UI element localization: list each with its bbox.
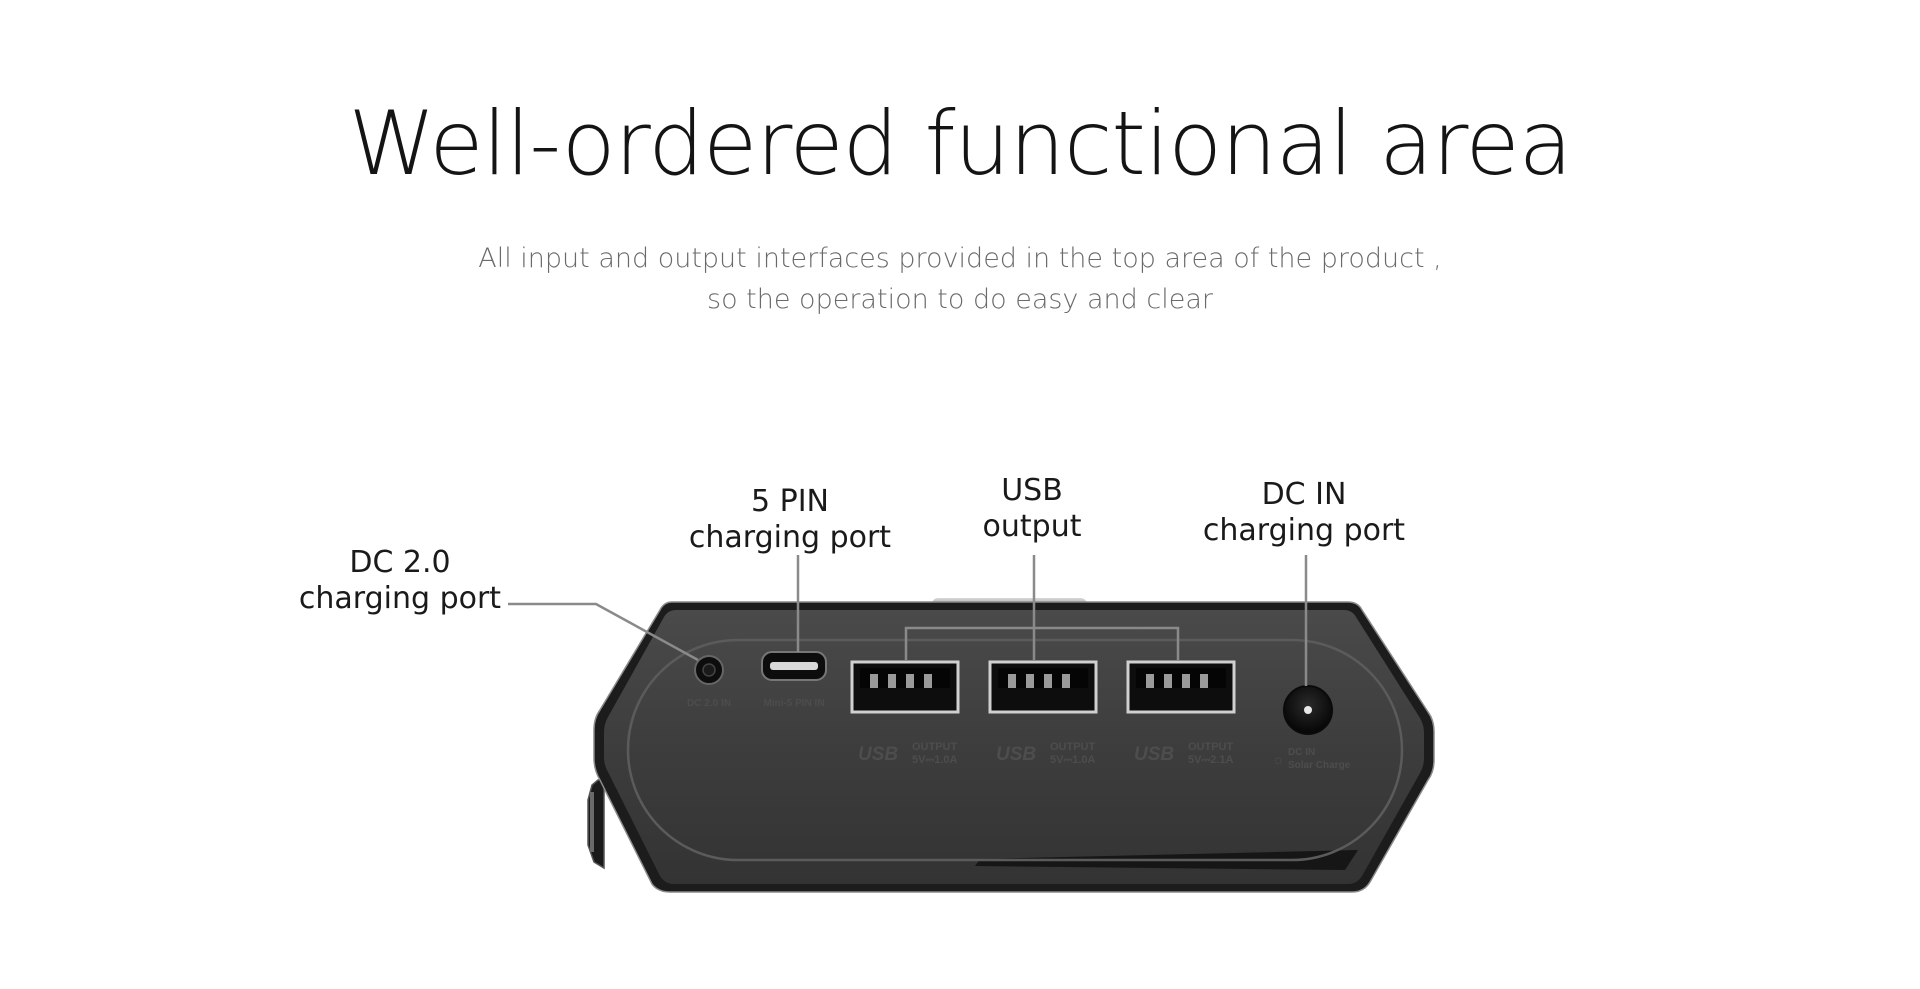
usb-bracket-line <box>904 626 1180 660</box>
usb-port-1 <box>850 660 960 714</box>
sun-icon: ☼ <box>1272 751 1285 767</box>
usb-port-3 <box>1126 660 1236 714</box>
usb-port-2 <box>988 660 1098 714</box>
callout-usb: USB output <box>912 473 1152 545</box>
usb-logo-2: USB <box>996 744 1036 765</box>
mini5pin-port-label: Mini-5 PIN IN <box>763 698 824 709</box>
mini5pin-port-insert <box>770 662 818 670</box>
callout-usb-line-1: USB <box>1001 473 1063 508</box>
dc20-port-label: DC 2.0 IN <box>687 698 731 709</box>
callout-usb-line-2: output <box>982 509 1082 544</box>
dc20-port-pin <box>702 663 716 677</box>
page-subtitle: All input and output interfaces provided… <box>0 238 1920 320</box>
dcin-port-pin <box>1304 706 1312 714</box>
callout-dc20-line-1: DC 2.0 <box>349 545 451 580</box>
callout-5pin: 5 PIN charging port <box>670 484 910 556</box>
callout-5pin-line-1: 5 PIN <box>750 484 829 519</box>
usb-port-1-label: OUTPUT <box>912 741 958 753</box>
device-side-strap-highlight <box>590 792 594 852</box>
callout-5pin-line-2: charging port <box>688 520 892 555</box>
usb-port-2-rating: 5V⎓1.0A <box>1050 754 1096 766</box>
usb-port-3-label: OUTPUT <box>1188 741 1234 753</box>
callout-dcin-line-1: DC IN <box>1261 477 1347 512</box>
dcin-port-sublabel: Solar Charge <box>1288 760 1351 771</box>
callout-dcin-line-2: charging port <box>1202 513 1406 548</box>
dc20-leader-line <box>508 602 699 662</box>
dcin-port-label: DC IN <box>1288 747 1315 758</box>
callout-dcin: DC IN charging port <box>1164 477 1444 549</box>
subtitle-line-2: so the operation to do easy and clear <box>707 284 1213 315</box>
page-title: Well-ordered functional area <box>348 92 1572 195</box>
usb-logo-1: USB <box>858 744 898 765</box>
subtitle-line-1: All input and output interfaces provided… <box>478 243 1442 274</box>
usb-logo-3: USB <box>1134 744 1174 765</box>
usb-port-1-rating: 5V⎓1.0A <box>912 754 958 766</box>
callout-dc20-line-2: charging port <box>298 581 502 616</box>
usb-port-3-rating: 5V⎓2.1A <box>1188 754 1234 766</box>
device-groove <box>626 638 1404 862</box>
usb-port-2-label: OUTPUT <box>1050 741 1096 753</box>
callout-dc20: DC 2.0 charging port <box>280 545 520 617</box>
